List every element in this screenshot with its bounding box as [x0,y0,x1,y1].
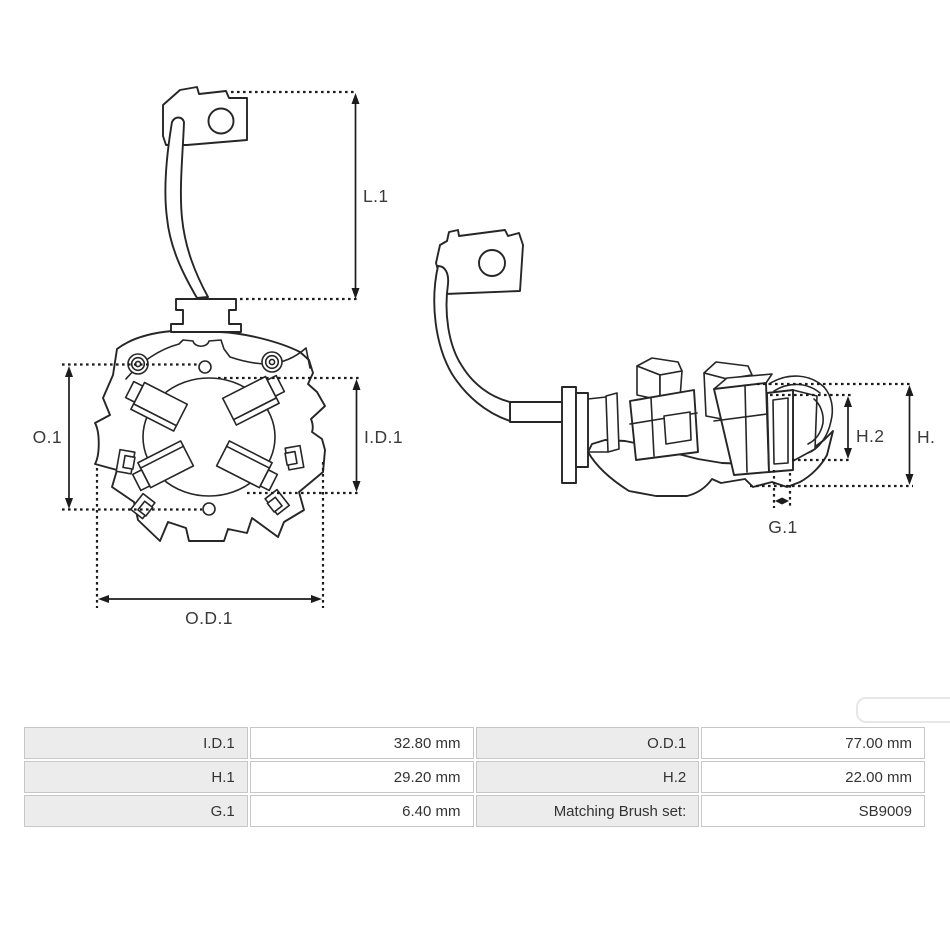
retainer-hook [807,398,824,445]
dimension-o1: O.1 [33,363,202,511]
spec-label-h2: H.2 [475,761,700,793]
table-row: G.1 6.40 mm Matching Brush set: SB9009 [24,795,925,827]
spec-label-id1: I.D.1 [24,727,248,759]
spec-value-g1: 6.40 mm [249,795,474,827]
table-row: H.1 29.20 mm H.2 22.00 mm [24,761,925,793]
spec-value-od1: 77.00 mm [701,727,925,759]
terminal-hole-side [478,249,506,277]
housing-right [713,373,773,476]
brush-cage-bottom-left [131,440,195,492]
spec-value-h2: 22.00 mm [701,761,925,793]
cable-side [433,265,511,422]
spec-label-brush-set: Matching Brush set: [475,795,700,827]
spec-value-h1: 29.20 mm [249,761,474,793]
dimension-g1: G.1 [768,470,797,537]
spec-table: I.D.1 32.80 mm O.D.1 77.00 mm H.1 29.20 … [22,725,927,829]
dimension-od1: O.D.1 [95,462,325,628]
mount-flange-rib [575,392,589,468]
faint-border-artifact [856,697,950,723]
spec-label-od1: O.D.1 [475,727,700,759]
housing-left [629,389,699,461]
side-slat [605,392,620,453]
brush-holder-front-view [94,86,326,542]
spec-value-brush-set: SB9009 [701,795,925,827]
rim-clip [129,492,156,520]
brush-holder-side-view [433,229,834,497]
dimension-id1: I.D.1 [218,376,403,495]
dim-label-o1: O.1 [33,427,62,447]
pivot-hole-bottom [202,502,216,516]
diagram-stage: L.1 O.1 I.D.1 O.D.1 [33,86,935,628]
brush-window-inner [772,397,789,465]
rim-clip [264,488,291,516]
dim-label-h2: H.2 [856,426,884,446]
dim-label-g1: G.1 [768,517,797,537]
dimension-h2: H.2 [770,393,884,462]
screw-boss-left [127,353,149,375]
dimension-l1: L.1 [231,90,389,301]
spec-label-g1: G.1 [24,795,248,827]
holder-stem [170,298,242,333]
dim-label-l1: L.1 [363,186,389,206]
detail-line [587,396,607,400]
dim-label-h: H. [917,427,935,447]
technical-diagram: L.1 O.1 I.D.1 O.D.1 [33,86,935,628]
brush-cage-top-right [221,374,286,426]
cable-straight [509,401,565,423]
cable [164,116,209,299]
detail-line [768,375,825,388]
screw-boss-right [261,351,283,373]
retainer-hook [807,386,834,454]
mount-flange [561,386,577,484]
rim-clip [115,448,136,475]
table-row: I.D.1 32.80 mm O.D.1 77.00 mm [24,727,925,759]
brush-cage-bottom-right [215,440,279,492]
dim-label-od1: O.D.1 [185,608,233,628]
spec-label-h1: H.1 [24,761,248,793]
brush-cage-top-left [124,380,189,432]
terminal-hole [207,107,235,135]
dim-label-id1: I.D.1 [364,427,403,447]
detail-line [773,383,821,394]
dimension-h: H. [750,382,935,488]
rim-clip [284,444,305,471]
spec-value-id1: 32.80 mm [249,727,474,759]
pivot-hole-top [198,360,212,374]
